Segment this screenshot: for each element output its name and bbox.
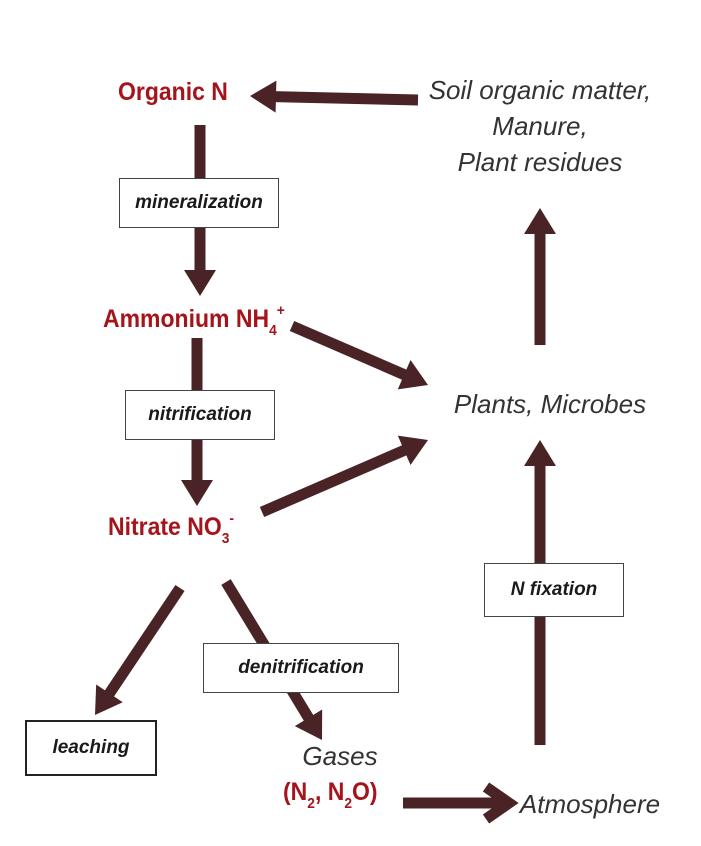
soil-line-2: Manure, xyxy=(492,111,588,141)
nitrification-label: nitrification xyxy=(148,404,252,425)
arrow-nitrate-to-plants xyxy=(259,435,428,518)
denitrification-label: denitrification xyxy=(238,657,364,678)
nitrate-subscript: 3 xyxy=(221,530,230,547)
mineralization-box: mineralization xyxy=(119,178,279,228)
arrow-ammonium-to-plants-shaft xyxy=(289,320,409,381)
denitrification-box: denitrification xyxy=(203,643,399,693)
arrow-soil-to-organic-n xyxy=(250,80,419,113)
formula-part-3: O) xyxy=(352,778,378,806)
formula-sub-1: 2 xyxy=(307,795,315,812)
organic-n-label: Organic N xyxy=(118,78,228,106)
atmosphere-label: Atmosphere xyxy=(519,789,661,819)
arrow-ammonium-to-plants xyxy=(289,320,428,390)
arrow-ammonium-to-plants-head xyxy=(397,359,428,390)
n-fixation-box: N fixation xyxy=(484,563,624,617)
soil-organic-matter-label: Soil organic matter, Manure, Plant resid… xyxy=(420,72,660,180)
ammonium-superscript: + xyxy=(276,302,285,319)
ammonium-subscript: 4 xyxy=(269,322,277,339)
arrow-plants-to-soil xyxy=(524,208,556,345)
ammonium-text: Ammonium NH xyxy=(103,305,270,333)
arrow-soil-to-organic-n-shaft xyxy=(273,91,419,106)
soil-line-3: Plant residues xyxy=(457,147,623,177)
arrow-organic-n-to-ammonium-head xyxy=(184,270,216,296)
arrow-nitrate-to-leaching-head xyxy=(95,684,123,715)
arrow-atmosphere-to-plants-head xyxy=(524,440,556,466)
formula-part-2: , N xyxy=(314,778,345,806)
formula-part-1: (N xyxy=(283,778,308,806)
arrow-gases-to-atmosphere-head xyxy=(482,782,519,824)
gases-label: Gases xyxy=(302,741,378,771)
nitrate-text: Nitrate NO xyxy=(108,513,222,541)
arrow-nitrate-to-plants-head xyxy=(397,435,428,466)
arrow-ammonium-to-nitrate-head xyxy=(181,480,213,506)
n-fixation-label: N fixation xyxy=(510,579,598,600)
arrow-nitrate-to-plants-shaft xyxy=(259,444,409,518)
leaching-box: leaching xyxy=(25,720,157,776)
arrow-soil-to-organic-n-head xyxy=(250,80,277,113)
nitrate-label: Nitrate NO3 - xyxy=(108,510,234,547)
plants-microbes-label: Plants, Microbes xyxy=(453,389,647,419)
leaching-label: leaching xyxy=(52,737,130,758)
arrow-nitrate-to-leaching xyxy=(95,584,185,715)
arrow-nitrate-to-gases-head xyxy=(294,709,323,740)
arrow-gases-to-atmosphere xyxy=(403,782,519,824)
arrow-plants-to-soil-head xyxy=(524,208,556,234)
nitrate-superscript: - xyxy=(229,510,235,527)
arrow-nitrate-to-leaching-shaft xyxy=(103,584,185,699)
nitrification-box: nitrification xyxy=(125,390,275,440)
ammonium-label: Ammonium NH4 + xyxy=(103,302,285,339)
mineralization-label: mineralization xyxy=(135,192,263,213)
soil-line-1: Soil organic matter, xyxy=(428,75,652,105)
gases-formula-label: (N2, N2O) xyxy=(283,778,378,812)
formula-sub-2: 2 xyxy=(344,795,353,812)
